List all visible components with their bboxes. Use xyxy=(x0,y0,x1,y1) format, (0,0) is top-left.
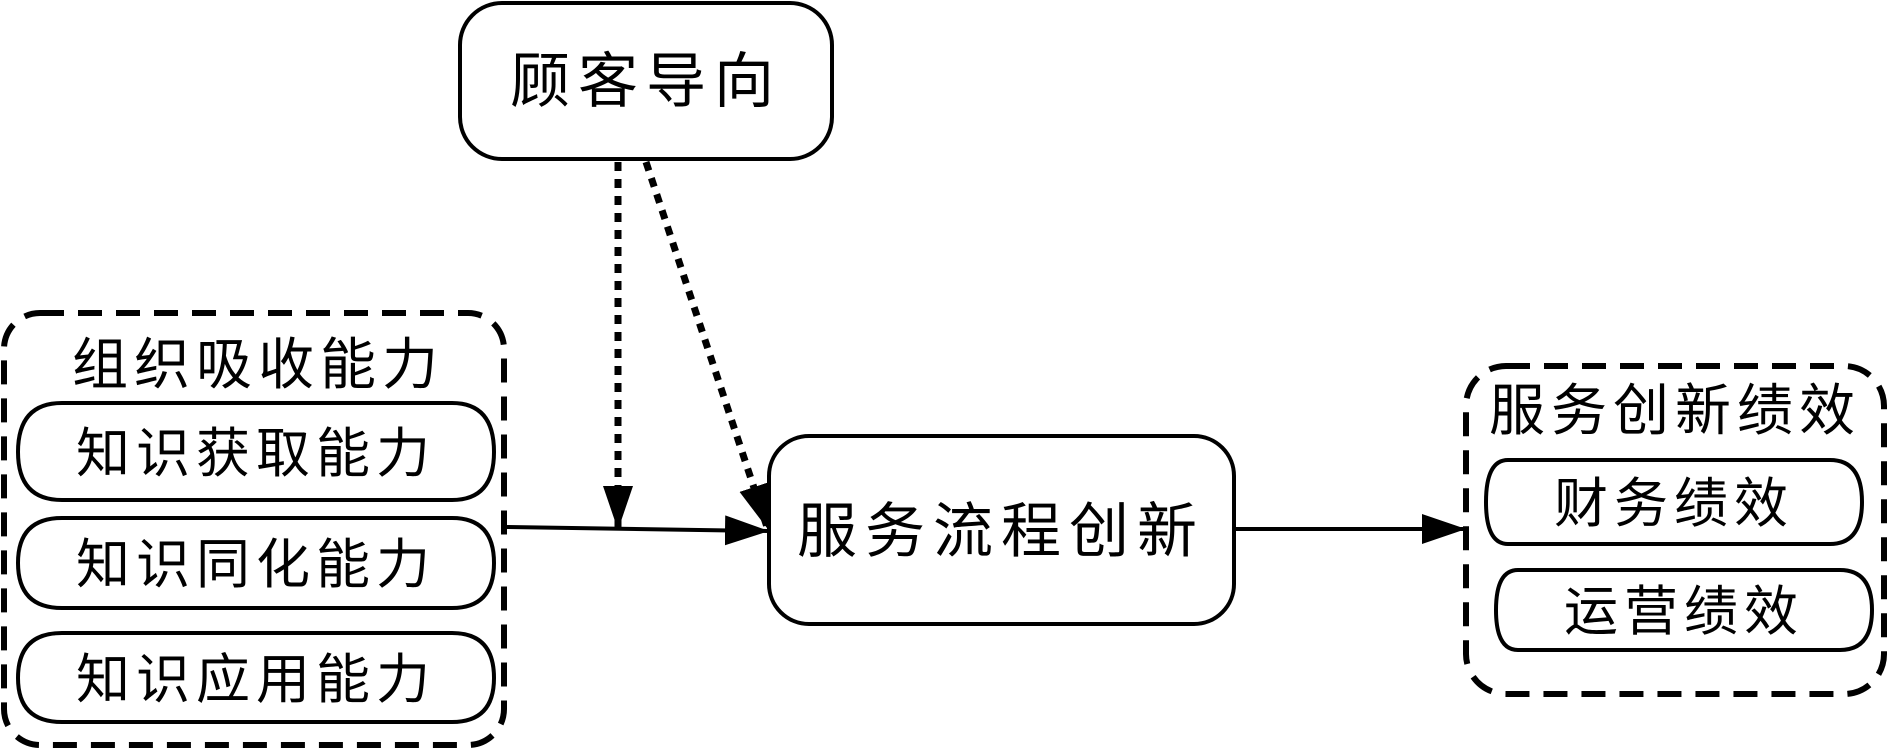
innovation-performance-title: 服务创新绩效 xyxy=(1489,379,1861,444)
absorptive-item-pill: 知识获取能力 xyxy=(15,401,497,502)
customer-orientation-box xyxy=(458,1,834,161)
absorptive-capacity-title: 组织吸收能力 xyxy=(72,333,444,398)
pill-shape xyxy=(15,631,497,724)
service-process-innovation-box xyxy=(767,434,1236,626)
service-process-innovation-node: 服务流程创新 xyxy=(767,434,1236,626)
dotted-arrow-customer-to-process xyxy=(642,160,771,529)
arrow-absorptive-to-process xyxy=(506,515,769,546)
knowledge-assimilation-label: 知识同化能力 xyxy=(76,533,436,596)
service-process-innovation-label: 服务流程创新 xyxy=(797,497,1205,567)
innovation-performance-group: 服务创新绩效 财务绩效 运营绩效 xyxy=(1463,363,1887,697)
pill-shape xyxy=(15,516,497,610)
pill-shape xyxy=(15,401,497,502)
absorptive-capacity-group-border xyxy=(1,310,507,748)
pill-shape xyxy=(1483,458,1865,546)
innovation-performance-group-border xyxy=(1463,363,1887,697)
absorptive-capacity-group: 组织吸收能力 知识获取能力 知识同化能力 知识应用能力 xyxy=(1,310,507,748)
customer-orientation-label: 顾客导向 xyxy=(510,47,782,117)
absorptive-item-pill: 知识同化能力 xyxy=(15,516,497,610)
operational-performance-label: 运营绩效 xyxy=(1564,580,1804,643)
customer-orientation-node: 顾客导向 xyxy=(458,1,834,161)
knowledge-acquisition-label: 知识获取能力 xyxy=(76,422,436,485)
pill-shape xyxy=(1493,568,1875,652)
performance-item-pill: 运营绩效 xyxy=(1493,568,1875,652)
absorptive-item-pill: 知识应用能力 xyxy=(15,631,497,724)
financial-performance-label: 财务绩效 xyxy=(1554,472,1794,535)
performance-item-pill: 财务绩效 xyxy=(1483,458,1865,546)
knowledge-application-label: 知识应用能力 xyxy=(76,648,436,711)
